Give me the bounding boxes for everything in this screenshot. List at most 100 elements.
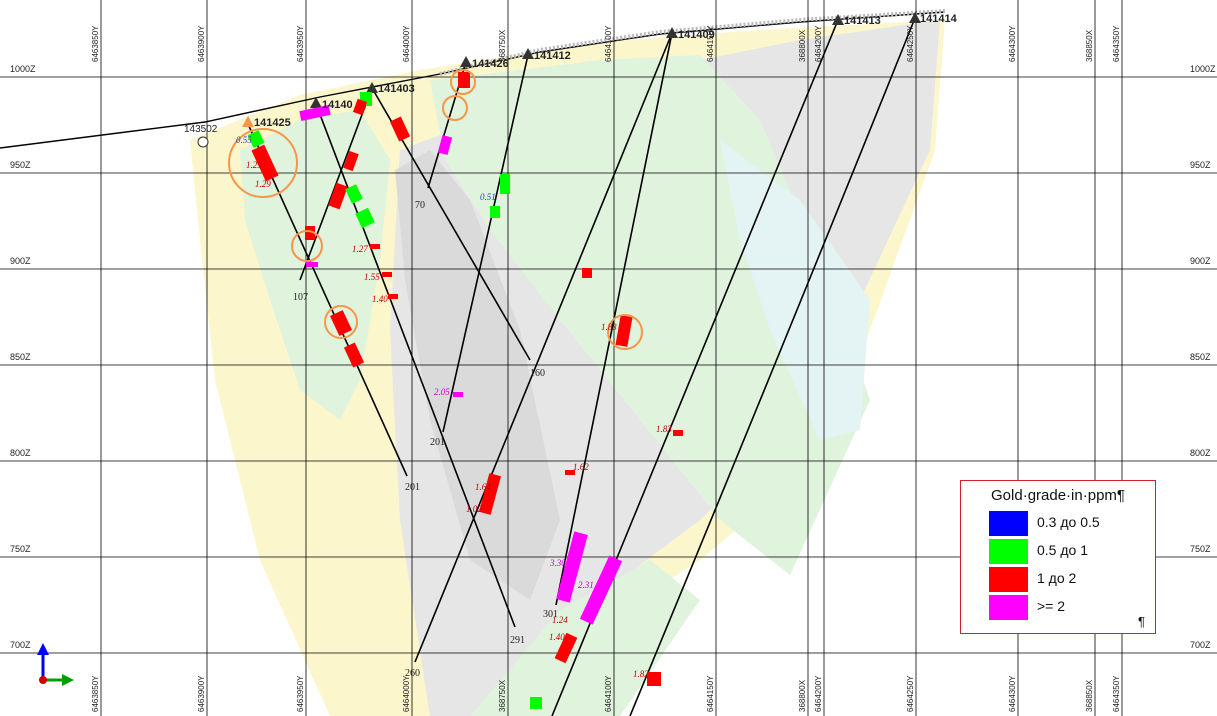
highlight-circle-1: [228, 128, 298, 198]
hole-label-143502: 143502: [184, 124, 218, 135]
grade-value: 0.51: [480, 192, 496, 202]
level-label-right: 1000Z: [1190, 64, 1216, 74]
grade-value: 2.31: [578, 580, 594, 590]
grade-value: 1.02: [466, 504, 482, 514]
northing-label-bottom: 368800X: [798, 679, 807, 712]
northing-label-top: 6464100Y: [604, 25, 613, 62]
collar-marker-141412: [522, 48, 534, 59]
grade-value: 1.29: [255, 179, 271, 189]
highlight-circle-3: [324, 305, 358, 339]
highlight-circle-6: [607, 314, 643, 350]
northing-label-bottom: 6463900Y: [197, 675, 206, 712]
depth-label: 301: [543, 609, 558, 620]
grade-value: 1.64: [475, 482, 491, 492]
grade-value: 1.24: [552, 615, 568, 625]
northing-label-bottom: 6464100Y: [604, 675, 613, 712]
drill-hole-141409-a: [414, 32, 673, 663]
legend-swatch-red: [989, 567, 1028, 592]
hole-label-141403: 141403: [378, 83, 415, 95]
collar-markers: [197, 12, 921, 148]
legend-label: 0.5 до 1: [1037, 542, 1088, 558]
collar-marker-141413: [832, 14, 844, 25]
axis-triad-icon: [37, 643, 74, 686]
northing-label-bottom: 368750X: [498, 679, 507, 712]
northing-label-top: 6463950Y: [296, 25, 305, 62]
northing-labels-bottom: 6463850Y 6463900Y 6463950Y 6464000Y 368750X 6…: [91, 675, 1121, 712]
grade-value: 1.55: [364, 272, 380, 282]
level-label-left: 700Z: [10, 640, 31, 650]
northing-label-bottom: 6464350Y: [1112, 675, 1121, 712]
topography-hatch: [439, 9, 946, 76]
northing-label-top: 6464200Y: [814, 25, 823, 62]
northing-label-top: 6464300Y: [1008, 25, 1017, 62]
highlight-circle-5: [442, 95, 468, 121]
grade-value: 1.82: [633, 669, 649, 679]
depth-label: 201: [405, 482, 420, 493]
northing-label-top: 6464350Y: [1112, 25, 1121, 62]
level-label-right: 800Z: [1190, 448, 1211, 458]
level-label-left: 900Z: [10, 256, 31, 266]
northing-label-bottom: 6464000Y: [402, 675, 411, 712]
northing-label-bottom: 6463950Y: [296, 675, 305, 712]
hole-label-141413: 141413: [844, 15, 881, 27]
grade-value: 1.83: [656, 424, 672, 434]
legend-row-0.3-0.5: 0.3 до 0.5: [989, 511, 1149, 536]
grade-value: 1.40: [549, 632, 565, 642]
collar-marker-141414: [909, 12, 921, 23]
depth-label: 107: [293, 292, 308, 303]
grade-value: 1.83: [601, 322, 617, 332]
grade-value: 1.62: [573, 462, 589, 472]
hole-label-141425: 141425: [254, 117, 291, 129]
northing-label-bottom: 6463850Y: [91, 675, 100, 712]
level-label-left: 750Z: [10, 544, 31, 554]
highlight-circles: [228, 69, 643, 350]
collar-marker-143502: [197, 136, 209, 148]
level-label-left: 850Z: [10, 352, 31, 362]
drill-hole-141425: [247, 123, 408, 477]
geology-units: [190, 20, 945, 716]
drill-hole-141412: [442, 54, 529, 433]
gold-grade-legend: Gold·grade·in·ppm¶ 0.3 до 0.5 0.5 до 1 1…: [960, 480, 1156, 634]
collar-marker-14140: [310, 97, 322, 108]
level-label-right: 900Z: [1190, 256, 1211, 266]
depth-label: 260: [405, 668, 420, 679]
northing-label-bottom: 368850X: [1085, 679, 1094, 712]
northing-label-top: 6464000Y: [402, 25, 411, 62]
legend-end-mark: ¶: [1138, 614, 1145, 629]
depth-label: 160: [530, 368, 545, 379]
depth-label: 291: [510, 635, 525, 646]
highlight-circle-2: [291, 230, 323, 262]
legend-title: Gold·grade·in·ppm¶: [991, 487, 1125, 504]
hole-label-141409: 141409: [678, 29, 715, 41]
northing-label-top: 6464250Y: [906, 25, 915, 62]
hole-label-141426: 141426: [472, 58, 509, 70]
grade-value: 0.55: [236, 135, 252, 145]
hole-label-141412: 141412: [534, 50, 571, 62]
hole-label-14140: 14140: [322, 99, 353, 111]
northing-label-top: 6463900Y: [197, 25, 206, 62]
collar-marker-141425: [242, 116, 254, 127]
highlight-circle-4: [450, 69, 476, 95]
northing-label-bottom: 6464300Y: [1008, 675, 1017, 712]
legend-row-0.5-1: 0.5 до 1: [989, 539, 1149, 564]
grade-value: 2.05: [434, 387, 450, 397]
legend-label: 0.3 до 0.5: [1037, 514, 1100, 530]
legend-row-1-2: 1 до 2: [989, 567, 1149, 592]
northing-label-top: 368850X: [1085, 29, 1094, 62]
grade-value: 1.27: [352, 244, 368, 254]
northing-label-top: 368750X: [498, 29, 507, 62]
northing-label-top: 6463850Y: [91, 25, 100, 62]
grade-value: 3.30: [549, 558, 566, 568]
level-label-left: 1000Z: [10, 64, 36, 74]
grade-value: 1.40: [372, 294, 388, 304]
collar-marker-141403: [366, 82, 378, 93]
northing-label-top: 6464150Y: [706, 25, 715, 62]
northing-label-bottom: 6464150Y: [706, 675, 715, 712]
level-label-right: 750Z: [1190, 544, 1211, 554]
northing-label-top: 368800X: [798, 29, 807, 62]
hole-label-141414: 141414: [920, 13, 958, 25]
drill-hole-141414: [629, 17, 916, 716]
